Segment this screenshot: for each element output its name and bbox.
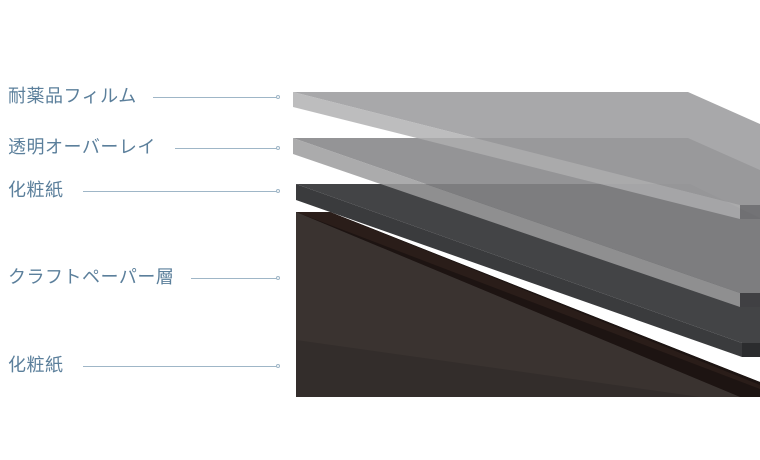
leader-dot (276, 189, 280, 193)
layer-label-kraft-paper: クラフトペーパー層 (8, 267, 175, 288)
leader-dot (276, 276, 280, 280)
leader-line (83, 191, 277, 192)
leader-dot (276, 95, 280, 99)
layer-label-transparent-overlay: 透明オーバーレイ (8, 137, 156, 158)
layer-label-decorative-paper-top: 化粧紙 (8, 180, 64, 201)
leader-line (175, 148, 277, 149)
leader-line (153, 97, 277, 98)
leader-line (191, 278, 277, 279)
layer-label-decorative-paper-bottom: 化粧紙 (8, 355, 64, 376)
leader-dot (276, 146, 280, 150)
leader-line (83, 366, 277, 367)
layer-kraft-paper (296, 212, 760, 397)
layer-label-chemical-resistant-film: 耐薬品フィルム (8, 86, 137, 107)
leader-dot (276, 364, 280, 368)
layer-chemical-resistant-film (293, 92, 760, 219)
